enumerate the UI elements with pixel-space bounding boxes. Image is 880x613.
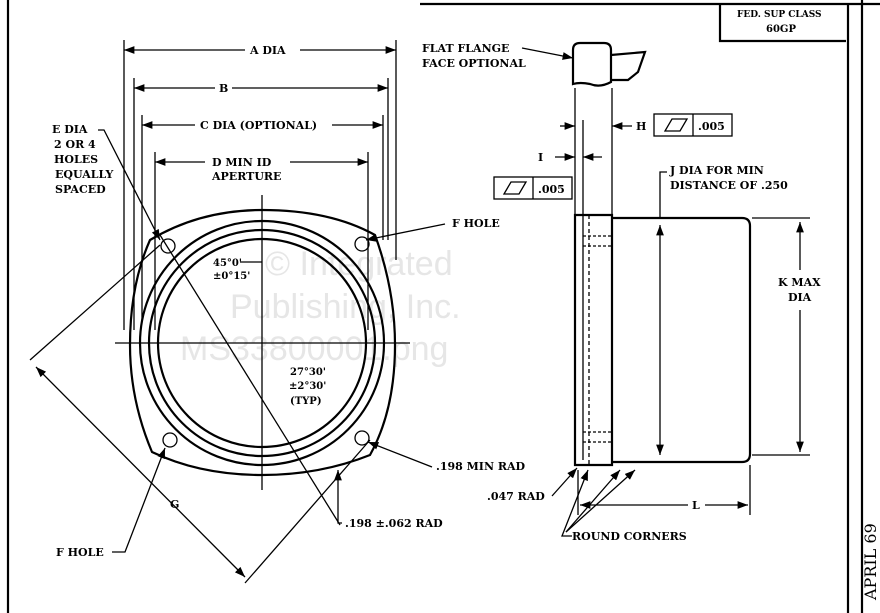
a-dia-label: A DIA [249, 44, 286, 57]
front-view-e-dia-3: EQUALLY [55, 168, 114, 181]
j-label-2: DISTANCE OF .250 [670, 179, 788, 192]
front-view: A DIA B C DIA (OPTIONAL) D MIN ID APERTU… [29, 40, 526, 584]
f-hole-top-label: F HOLE [452, 217, 500, 230]
b-label: B [219, 82, 228, 95]
watermark: © Integrated Publishing, Inc. MS33800001… [180, 245, 461, 368]
front-view-e-dia-0: E DIA [52, 123, 88, 136]
e-dia-label: E DIA 2 OR 4 HOLES EQUALLY SPACED [52, 123, 114, 196]
front-view-e-dia-2: HOLES [54, 153, 98, 166]
side-view: FLAT FLANGE FACE OPTIONAL H .005 I .005 … [422, 41, 821, 543]
h-tolerance-value: .005 [698, 120, 725, 133]
title-block-line2: 60GP [766, 24, 796, 35]
flange-label-1: FLAT FLANGE [422, 42, 509, 55]
angle-27-tol-label: ±2°30' [289, 381, 326, 392]
rad-198-tol-label: .198 ±.062 RAD [345, 517, 443, 530]
title-block: FED. SUP CLASS 60GP [718, 5, 846, 43]
watermark-line3: MS33800001.png [180, 330, 448, 368]
front-view-e-dia-1: 2 OR 4 [54, 138, 96, 151]
front-view-e-dia-4: SPACED [55, 183, 106, 196]
round-corners-label: ROUND CORNERS [572, 530, 687, 543]
c-dia-label: C DIA (OPTIONAL) [200, 119, 317, 132]
flange-label-2: FACE OPTIONAL [422, 57, 526, 70]
angle-27-label: 27°30' [290, 367, 326, 378]
f-hole-bottom-label: F HOLE [56, 546, 104, 559]
j-label-1: J DIA FOR MIN [669, 164, 764, 177]
d-min-id-label: D MIN ID [212, 156, 272, 169]
watermark-line2: Publishing, Inc. [230, 288, 461, 326]
l-label: L [692, 499, 700, 512]
h-label: H [636, 120, 646, 133]
g-label: G [170, 498, 179, 511]
hole-bottom-right [354, 430, 370, 446]
drawing-border [6, 0, 880, 613]
angle-27-typ-label: (TYP) [290, 396, 322, 407]
hole-top-left [160, 238, 176, 254]
d-aperture-label: APERTURE [211, 170, 281, 183]
i-label: I [538, 151, 543, 164]
rad-047-label: .047 RAD [487, 490, 545, 503]
k-label-2: DIA [788, 291, 812, 304]
rad-198-min-label: .198 MIN RAD [436, 460, 526, 473]
i-tolerance-value: .005 [538, 183, 565, 196]
date-label: APRIL 69 [861, 523, 880, 601]
flatness-icon [663, 118, 689, 132]
watermark-line1: © Integrated [265, 245, 453, 283]
title-block-line1: FED. SUP CLASS [737, 10, 822, 20]
flatness-icon [502, 181, 528, 195]
angle-45-tol-label: ±0°15' [213, 271, 250, 282]
angle-45-label: 45°0' [213, 258, 242, 269]
k-label-1: K MAX [778, 276, 821, 289]
hole-top-right [354, 236, 370, 252]
hole-bottom-left [162, 432, 178, 448]
